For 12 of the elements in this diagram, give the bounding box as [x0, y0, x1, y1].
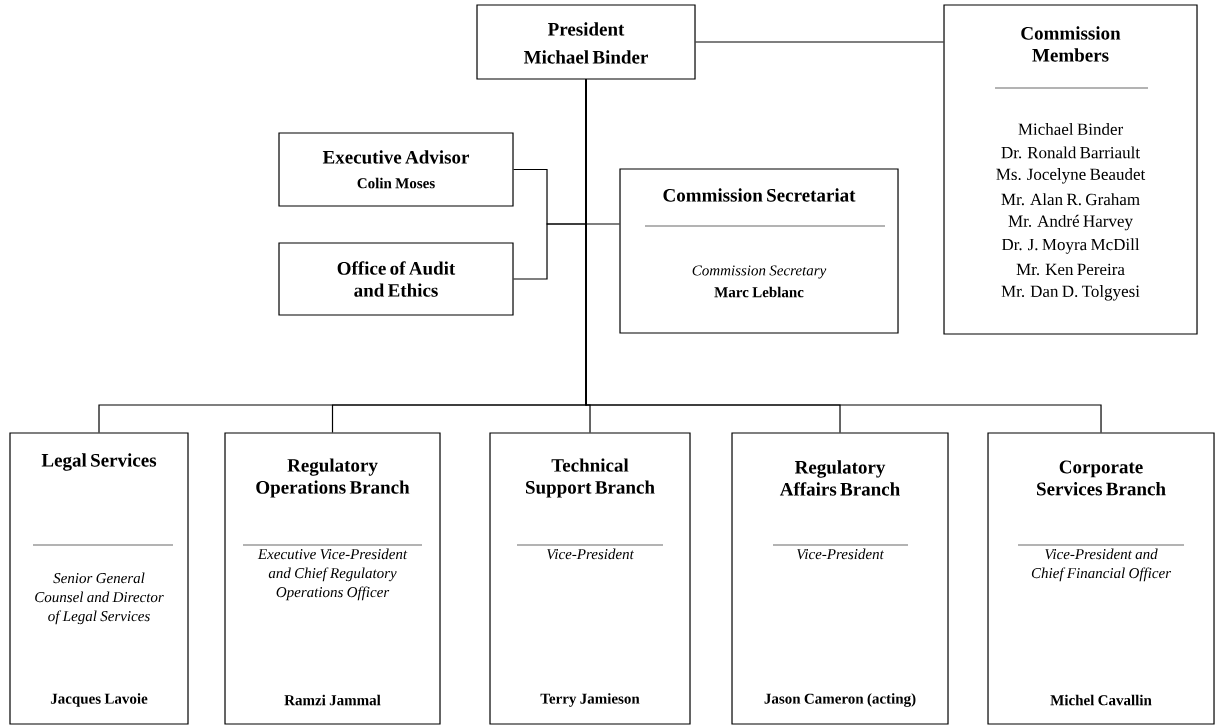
org-box: Regulatory Operations Branch Executive Vice-President and Chief Regulatory Operations Officer Ramzi Jammal: [224, 432, 441, 725]
org-box: Regulatory Affairs Branch Vice-President Jason Cameron (acting): [731, 432, 949, 725]
connector-line: [585, 79, 1102, 433]
org-box: Technical Support Branch Vice-President Terry Jamieson: [489, 432, 691, 725]
org-box: Commission Members Michael Binder Dr. Ronald Barriault Ms. Jocelyne Beaudet Mr. Alan R. Graham Mr. André Harvey Dr. J. Moyra McDill Mr. Ken Pereira Mr. Dan D. Tolgyesi: [943, 4, 1198, 335]
org-box: Legal Services Senior General Counsel and Director of Legal Services Jacques Lavoie: [9, 432, 189, 725]
connector-line: [695, 41, 944, 43]
org-box: President Michael Binder: [476, 4, 696, 80]
org-box: Executive Advisor Colin Moses: [278, 132, 514, 207]
org-box: Office of Audit and Ethics: [278, 242, 514, 316]
org-box: Commission Secretariat Commission Secretary Marc Leblanc: [619, 168, 899, 334]
org-box: Corporate Services Branch Vice-President and Chief Financial Officer Michel Cavallin: [987, 432, 1215, 725]
